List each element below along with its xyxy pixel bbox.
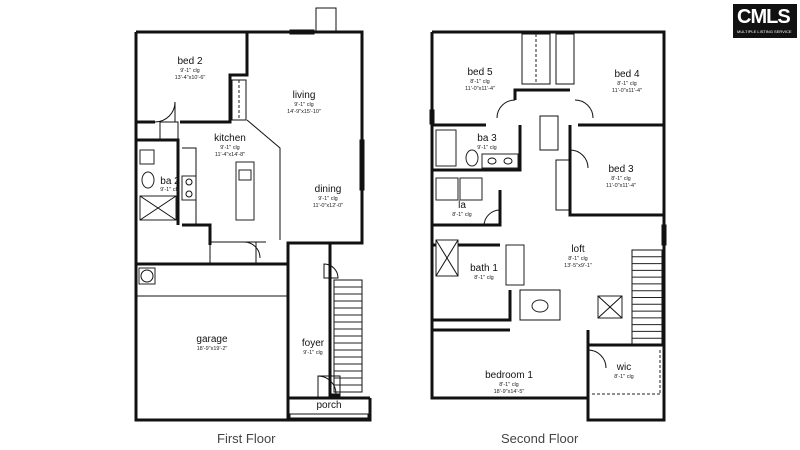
sink-icon <box>139 149 155 165</box>
room-name-living: living <box>293 90 316 101</box>
bed4-door <box>574 99 594 119</box>
bed3-door <box>569 149 589 169</box>
caption-first-floor: First Floor <box>217 431 276 446</box>
second-floor-labels: bed 5 8'-1" clg 11'-0"x11'-4" bed 4 8'-1… <box>452 67 642 395</box>
pantry-wall <box>182 223 212 245</box>
room-size-living: 14'-9"x15'-10" <box>287 109 321 115</box>
washer-icon <box>435 177 459 201</box>
room-name-bed5: bed 5 <box>467 67 492 78</box>
room-size-bedroom1: 18'-9"x14'-5" <box>494 389 525 395</box>
room-clg-ba2: 9'-1" clg <box>160 187 180 193</box>
bed2-wall-2 <box>180 32 249 124</box>
logo-subtext: MULTIPLE LISTING SERVICE <box>737 29 792 34</box>
kitchen-counter <box>182 147 197 225</box>
room-size-bed5: 11'-0"x11'-4" <box>465 86 495 92</box>
ba3-wall <box>432 125 522 172</box>
room-size-kitchen: 11'-4"x14'-8" <box>215 152 245 158</box>
room-name-ba2: ba 2 <box>160 176 180 187</box>
room-clg-bed4: 8'-1" clg <box>617 81 637 87</box>
room-clg-living: 9'-1" clg <box>294 102 314 108</box>
room-name-porch: porch <box>316 400 341 411</box>
toilet-icon-3 <box>531 299 549 313</box>
room-size-dining: 11'-0"x12'-0" <box>313 203 343 209</box>
room-name-bath1: bath 1 <box>470 263 498 274</box>
bath1-wall-2 <box>432 290 512 322</box>
room-name-la: la <box>458 200 466 211</box>
room-clg-foyer: 9'-1" clg <box>303 350 323 356</box>
window <box>429 109 435 125</box>
window <box>661 224 667 246</box>
second-floor-stair-treads <box>632 256 662 339</box>
tub-icon <box>435 129 457 167</box>
room-size-bed4: 11'-0"x11'-4" <box>612 88 642 94</box>
room-name-bed3: bed 3 <box>608 164 633 175</box>
bed4-closet <box>555 33 575 85</box>
room-name-loft: loft <box>571 244 585 255</box>
logo-text: CMLS <box>737 6 791 28</box>
range-icon <box>181 175 197 201</box>
bed3-closet <box>555 159 571 211</box>
linen-closet <box>159 121 179 141</box>
vanity-icon-2 <box>505 244 525 286</box>
room-clg-bed2: 9'-1" clg <box>180 68 200 74</box>
kitchen-sink-icon <box>238 169 252 181</box>
wic-door <box>587 349 607 369</box>
room-size-bed3: 11'-0"x11'-4" <box>606 183 636 189</box>
vanity-icon <box>481 153 519 169</box>
room-clg-bath1: 8'-1" clg <box>474 275 494 281</box>
room-name-dining: dining <box>315 184 342 195</box>
room-name-bed4: bed 4 <box>614 69 639 80</box>
room-name-wic: wic <box>616 362 631 373</box>
room-name-garage: garage <box>196 334 228 345</box>
garage-exterior-wall <box>134 32 290 422</box>
first-floor-plan <box>134 7 372 422</box>
kitchen-angled-wall <box>246 119 281 240</box>
window <box>289 29 315 35</box>
room-clg-kitchen: 9'-1" clg <box>220 145 240 151</box>
first-floor-labels: bed 2 9'-1" clg 13'-4"x10'-6" living 9'-… <box>160 56 343 411</box>
front-door <box>317 375 337 395</box>
laundry-door <box>483 209 501 227</box>
first-floor-exterior-wall <box>136 30 372 422</box>
room-clg-dining: 9'-1" clg <box>318 196 338 202</box>
pantry-door <box>243 241 261 259</box>
bed2-door <box>154 101 176 123</box>
foyer-wall <box>328 243 340 397</box>
toilet-room <box>519 289 561 321</box>
first-floor-stair-treads <box>334 286 362 386</box>
toilet-icon-2 <box>465 149 479 167</box>
laundry-wall <box>432 190 502 227</box>
cmls-logo: CMLS MULTIPLE LISTING SERVICE <box>733 4 797 38</box>
second-floor-plan <box>429 30 667 422</box>
foyer-door <box>323 263 339 279</box>
room-clg-bedroom1: 8'-1" clg <box>499 382 519 388</box>
room-name-bed2: bed 2 <box>177 56 202 67</box>
room-clg-loft: 8'-1" clg <box>568 256 588 262</box>
room-clg-ba3: 9'-1" clg <box>477 145 497 151</box>
chimney <box>315 7 337 33</box>
second-floor-exterior-wall <box>430 30 666 422</box>
hall-linen <box>539 115 559 151</box>
bed5-wall-2 <box>513 88 570 100</box>
room-name-ba3: ba 3 <box>477 133 497 144</box>
room-clg-wic: 8'-1" clg <box>614 374 634 380</box>
bed5-door <box>496 99 516 119</box>
caption-second-floor: Second Floor <box>501 431 579 446</box>
room-size-garage: 18'-9"x19'-2" <box>197 346 228 352</box>
room-clg-bed5: 8'-1" clg <box>470 79 490 85</box>
toilet-icon <box>141 171 155 189</box>
room-name-bedroom1: bedroom 1 <box>485 370 533 381</box>
room-size-loft: 13'-5"x9'-1" <box>564 263 592 269</box>
room-name-foyer: foyer <box>302 338 325 349</box>
room-clg-bed3: 8'-1" clg <box>611 176 631 182</box>
room-clg-la: 8'-1" clg <box>452 212 472 218</box>
porch-step <box>289 413 369 419</box>
window <box>359 139 365 191</box>
room-name-kitchen: kitchen <box>214 133 246 144</box>
dryer-icon <box>459 177 483 201</box>
pantry <box>209 241 257 265</box>
bed3-wall <box>568 125 664 217</box>
room-size-bed2: 13'-4"x10'-6" <box>175 75 206 81</box>
